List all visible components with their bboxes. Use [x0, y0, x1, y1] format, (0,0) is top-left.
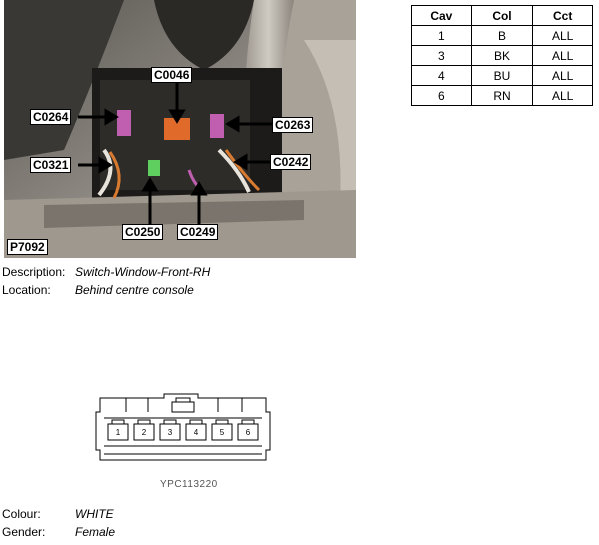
cell-col: B: [470, 25, 534, 46]
callout-c0249: C0249: [177, 224, 219, 240]
cell-col: BK: [470, 45, 534, 66]
connector-pink-left: [117, 110, 131, 136]
description-value: Switch-Window-Front-RH: [75, 265, 211, 279]
colour-label: Colour:: [2, 507, 41, 521]
description-label: Description:: [2, 265, 66, 279]
location-label: Location:: [2, 283, 51, 297]
table-row: 4 BU ALL: [411, 65, 593, 86]
photo-illustration: [4, 0, 356, 258]
description-line: Description: Switch-Window-Front-RH: [2, 265, 210, 280]
callout-c0046: C0046: [151, 67, 193, 83]
location-value: Behind centre console: [75, 283, 194, 297]
pin-5-label: 5: [220, 428, 225, 437]
cavity-table: Cav Col Cct 1 B ALL 3 BK ALL 4 BU ALL 6 …: [411, 5, 593, 106]
cell-cct: ALL: [532, 25, 593, 46]
pin-4-label: 4: [194, 428, 199, 437]
callout-c0264: C0264: [30, 109, 72, 125]
connector-face-drawing: 1 2 3 4 5 6: [95, 393, 271, 461]
pin-1-label: 1: [116, 428, 121, 437]
cell-cct: ALL: [532, 45, 593, 66]
table-row: 6 RN ALL: [411, 85, 593, 106]
gender-value: Female: [75, 525, 116, 539]
callout-c0321: C0321: [30, 157, 72, 173]
table-header-row: Cav Col Cct: [411, 5, 593, 26]
header-cav: Cav: [411, 5, 472, 26]
callout-c0263: C0263: [272, 117, 314, 133]
photo-id-label: P7092: [7, 239, 48, 255]
gender-label: Gender:: [2, 525, 46, 539]
colour-line: Colour: WHITE: [2, 507, 114, 522]
cell-cct: ALL: [532, 65, 593, 86]
connector-green: [148, 160, 160, 176]
pin-2-label: 2: [142, 428, 147, 437]
table-row: 3 BK ALL: [411, 45, 593, 66]
location-line: Location: Behind centre console: [2, 283, 194, 298]
gender-line: Gender: Female: [2, 525, 115, 540]
connector-reference: YPC113220: [160, 479, 218, 490]
cell-cav: 4: [411, 65, 472, 86]
connector-orange: [164, 118, 190, 140]
pin-6-label: 6: [246, 428, 251, 437]
cell-cav: 1: [411, 25, 472, 46]
cell-cct: ALL: [532, 85, 593, 106]
callout-c0242: C0242: [270, 154, 312, 170]
connector-pink-right: [210, 114, 224, 138]
table-row: 1 B ALL: [411, 25, 593, 46]
cell-cav: 3: [411, 45, 472, 66]
cell-col: BU: [470, 65, 534, 86]
cell-col: RN: [470, 85, 534, 106]
connector-location-photo: C0264 C0046 C0263 C0321 C0242 C0250 C024…: [4, 0, 356, 258]
colour-value: WHITE: [75, 507, 114, 521]
cell-cav: 6: [411, 85, 472, 106]
callout-c0250: C0250: [122, 224, 164, 240]
pin-3-label: 3: [168, 428, 173, 437]
header-cct: Cct: [532, 5, 593, 26]
header-col: Col: [470, 5, 534, 26]
